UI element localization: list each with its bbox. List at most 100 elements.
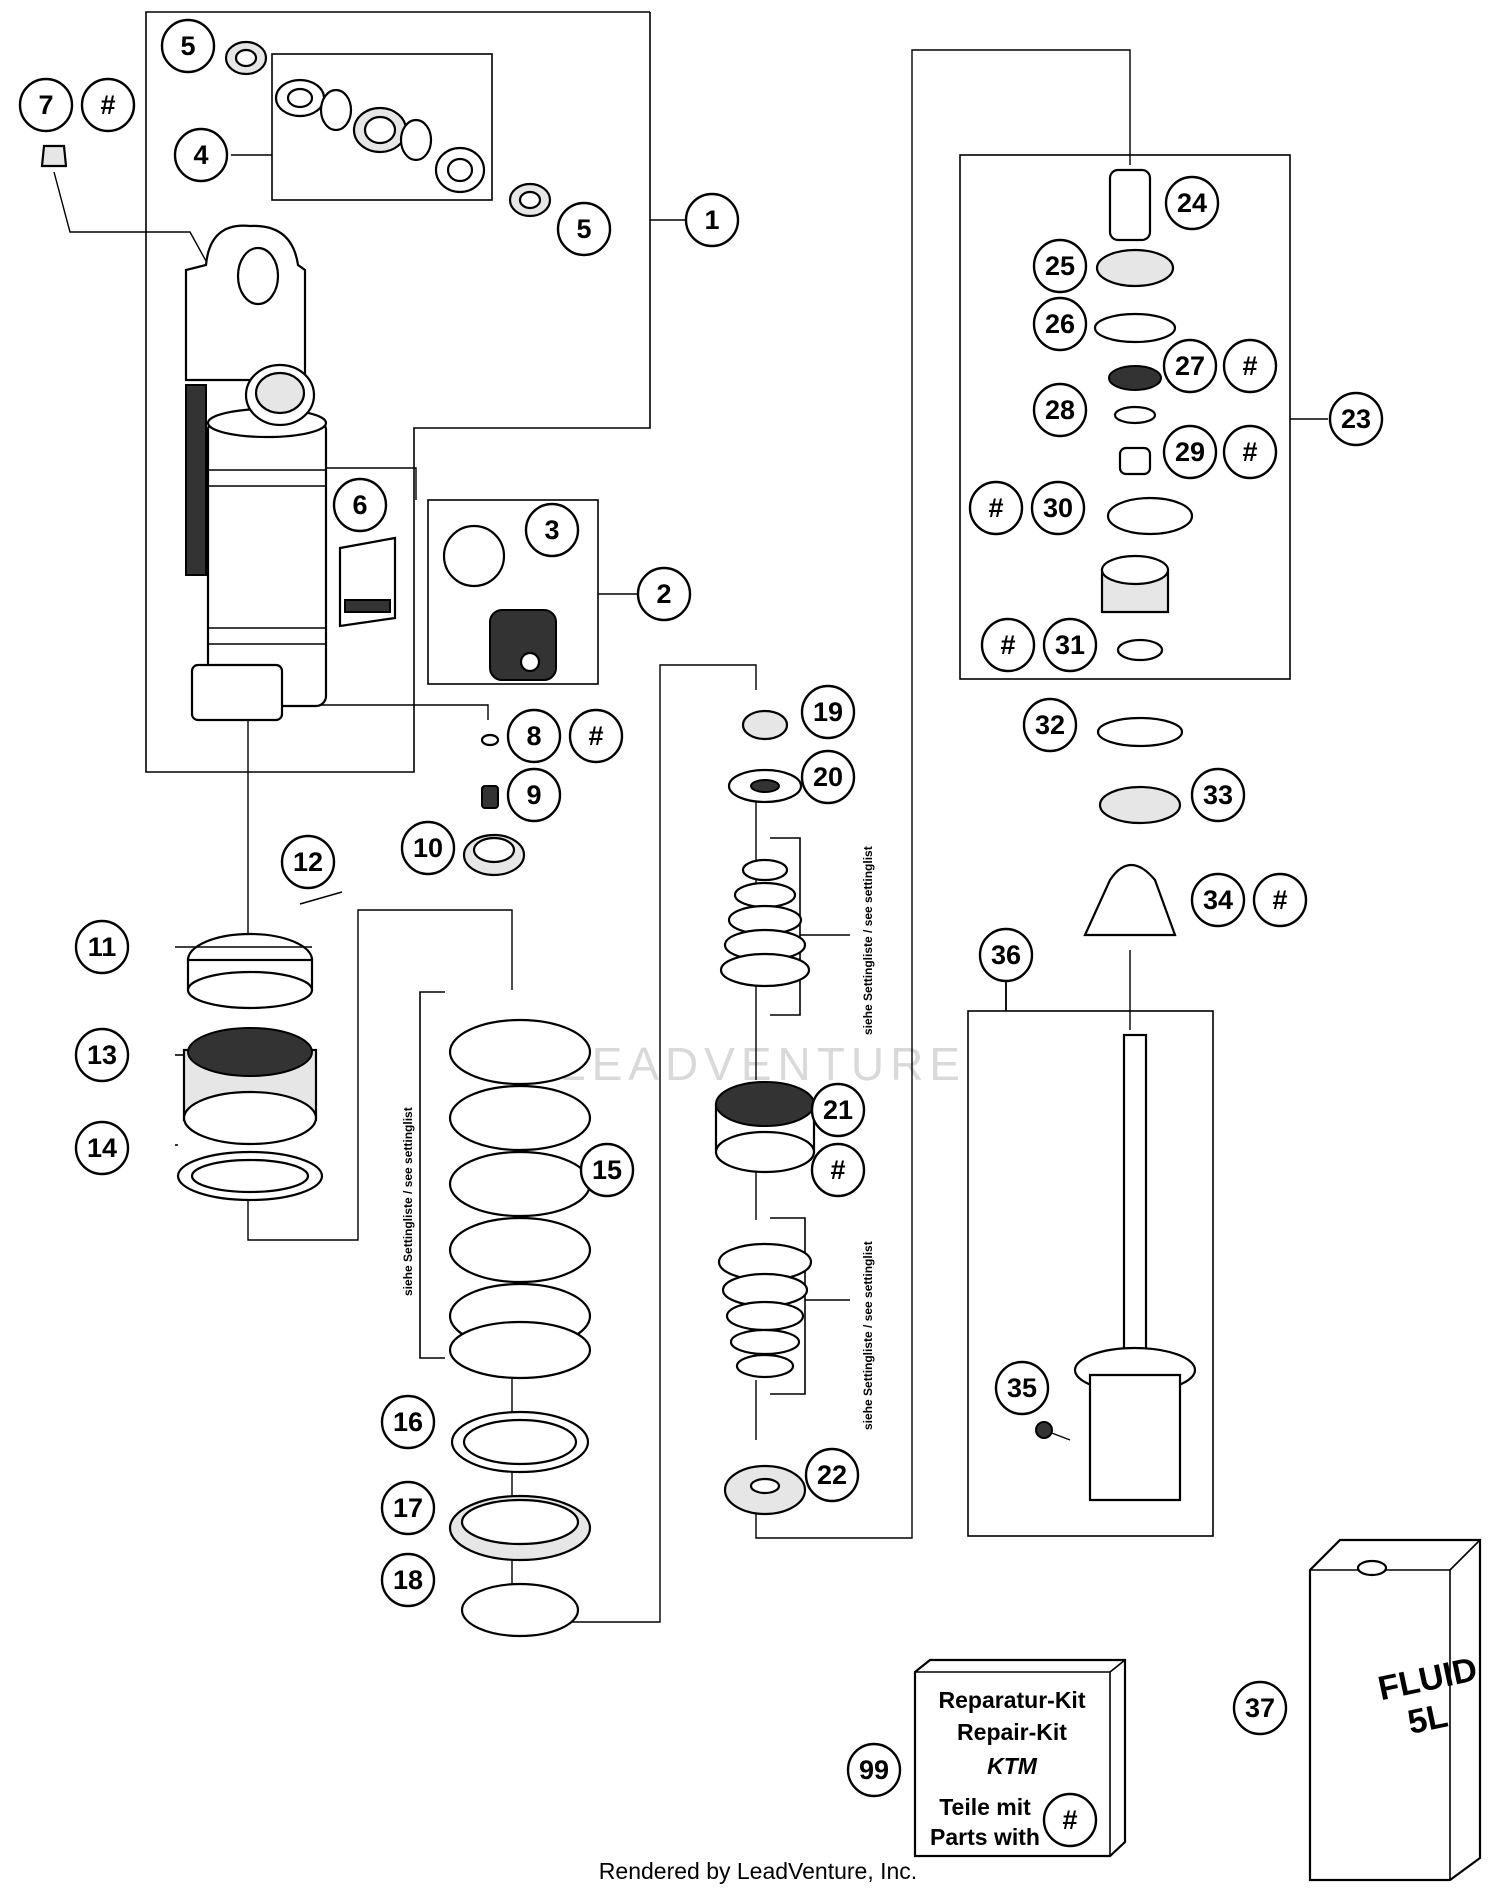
callout-10: 10 <box>400 820 456 876</box>
callout-30-hash: # <box>968 480 1024 536</box>
repair-kit-line3: Teile mit <box>939 1794 1031 1820</box>
svg-text:5: 5 <box>180 31 195 61</box>
svg-text:#: # <box>830 1155 845 1185</box>
callout-7: 7 <box>18 77 74 133</box>
callout-3: 3 <box>524 502 580 558</box>
callout-37: 37 <box>1232 1680 1288 1736</box>
svg-text:12: 12 <box>293 847 323 877</box>
fluid-label-line2: 5L <box>1404 1697 1451 1742</box>
callout-18: 18 <box>380 1552 436 1608</box>
svg-text:24: 24 <box>1177 188 1207 218</box>
setting-label-spring: siehe Settingliste / see settinglist <box>401 1107 415 1296</box>
callout-34: 34 <box>1190 872 1246 928</box>
svg-text:2: 2 <box>656 579 671 609</box>
bearing-set <box>224 40 552 218</box>
svg-text:#: # <box>1242 351 1257 381</box>
callout-28: 28 <box>1032 382 1088 438</box>
svg-text:#: # <box>1242 437 1257 467</box>
svg-text:3: 3 <box>544 515 559 545</box>
repair-kit-line1: Reparatur-Kit <box>939 1687 1086 1713</box>
callout-2: 2 <box>636 566 692 622</box>
svg-text:14: 14 <box>87 1133 117 1163</box>
callout-35: 35 <box>994 1360 1050 1416</box>
svg-text:36: 36 <box>991 940 1021 970</box>
svg-text:7: 7 <box>38 90 53 120</box>
svg-text:29: 29 <box>1175 437 1205 467</box>
repair-kit-line4: Parts with <box>930 1824 1040 1850</box>
svg-text:6: 6 <box>352 490 367 520</box>
callout-27: 27 <box>1162 338 1218 394</box>
callout-34-hash: # <box>1252 872 1308 928</box>
callout-33: 33 <box>1190 767 1246 823</box>
callout-6: 6 <box>332 477 388 533</box>
svg-text:31: 31 <box>1055 630 1085 660</box>
svg-text:23: 23 <box>1341 404 1371 434</box>
svg-text:22: 22 <box>817 1460 847 1490</box>
valve-part <box>442 524 557 681</box>
svg-text:#: # <box>588 721 603 751</box>
callout-20: 20 <box>800 749 856 805</box>
callout-9: 9 <box>506 767 562 823</box>
footer-credit: Rendered by LeadVenture, Inc. <box>598 1858 918 1884</box>
setting-label-shim-lower: siehe Settingliste / see settinglist <box>861 1241 875 1430</box>
callout-32: 32 <box>1022 697 1078 753</box>
svg-text:35: 35 <box>1007 1373 1037 1403</box>
callout-11: 11 <box>74 919 130 975</box>
callout-25: 25 <box>1032 238 1088 294</box>
callout-99-hash: # <box>1042 1792 1098 1848</box>
callout-29-hash: # <box>1222 424 1278 480</box>
svg-text:25: 25 <box>1045 251 1075 281</box>
shock-absorber-body <box>184 224 397 722</box>
callout-30: 30 <box>1030 480 1086 536</box>
callout-27-hash: # <box>1222 338 1278 394</box>
svg-text:13: 13 <box>87 1040 117 1070</box>
callout-13: 13 <box>74 1027 130 1083</box>
svg-text:21: 21 <box>823 1095 853 1125</box>
svg-text:#: # <box>100 90 115 120</box>
valve-hardware <box>462 733 526 877</box>
svg-text:#: # <box>988 493 1003 523</box>
svg-text:4: 4 <box>193 140 208 170</box>
svg-text:9: 9 <box>526 780 541 810</box>
piston-rod <box>1035 1033 1197 1502</box>
callout-5-top: 5 <box>160 18 216 74</box>
svg-text:33: 33 <box>1203 780 1233 810</box>
bleed-screw-part <box>40 144 68 168</box>
callout-14: 14 <box>74 1120 130 1176</box>
setting-brackets <box>419 837 850 1395</box>
coil-spring <box>448 1018 592 1380</box>
svg-text:1: 1 <box>704 205 719 235</box>
svg-text:11: 11 <box>88 932 117 962</box>
callout-7-hash: # <box>80 77 136 133</box>
callout-31: 31 <box>1042 617 1098 673</box>
callout-36: 36 <box>978 927 1034 983</box>
svg-text:19: 19 <box>813 697 843 727</box>
callout-22: 22 <box>804 1447 860 1503</box>
svg-text:32: 32 <box>1035 710 1065 740</box>
svg-text:16: 16 <box>393 1407 423 1437</box>
svg-text:37: 37 <box>1245 1693 1275 1723</box>
callout-4: 4 <box>173 127 229 183</box>
svg-text:27: 27 <box>1175 351 1205 381</box>
svg-text:99: 99 <box>859 1755 889 1785</box>
shock-body-group-box <box>145 11 686 773</box>
svg-text:26: 26 <box>1045 309 1075 339</box>
callout-23: 23 <box>1328 391 1384 447</box>
setting-label-shim-upper: siehe Settingliste / see settinglist <box>861 846 875 1035</box>
svg-text:30: 30 <box>1043 493 1073 523</box>
callout-16: 16 <box>380 1394 436 1450</box>
callout-29: 29 <box>1162 424 1218 480</box>
svg-text:#: # <box>1062 1805 1077 1835</box>
svg-text:#: # <box>1000 630 1015 660</box>
svg-text:28: 28 <box>1045 395 1075 425</box>
callout-1: 1 <box>684 192 740 248</box>
spring-adjuster-parts <box>176 891 343 1202</box>
repair-kit-brand: KTM <box>987 1753 1038 1779</box>
callout-8: 8 <box>506 708 562 764</box>
svg-text:10: 10 <box>413 833 443 863</box>
callout-5-lower: 5 <box>556 201 612 257</box>
callout-99: 99 <box>846 1742 902 1798</box>
spring-seats <box>448 1410 592 1638</box>
svg-text:17: 17 <box>393 1493 423 1523</box>
